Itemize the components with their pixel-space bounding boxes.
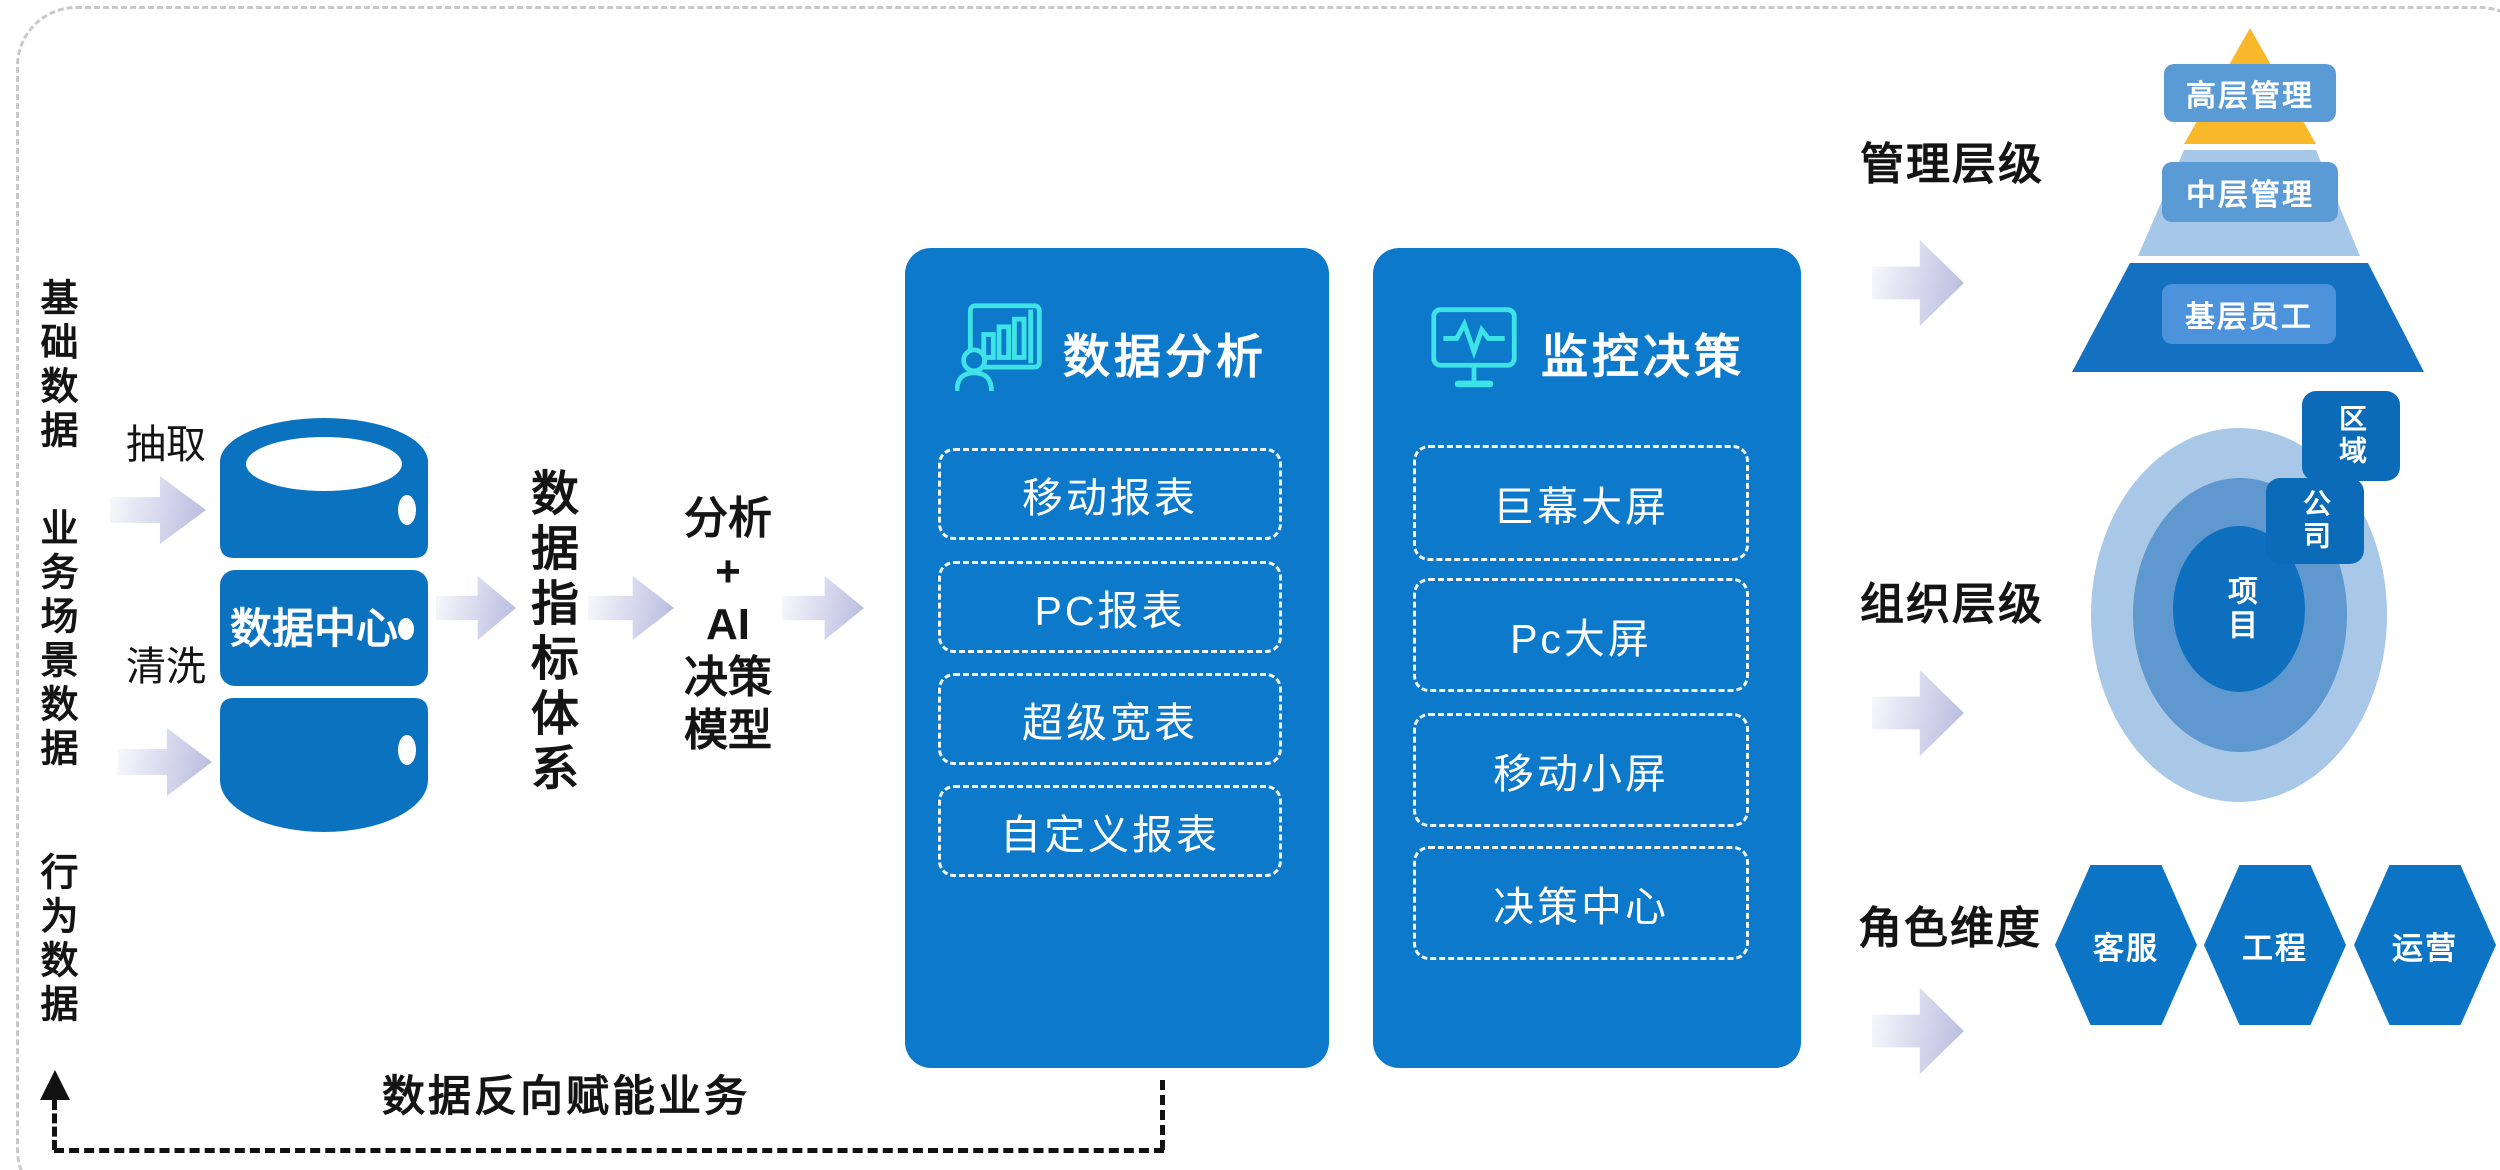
panel-item-mobile-screen: 移动小屏: [1413, 713, 1749, 827]
model-line-4: 决策: [684, 653, 772, 702]
arrow-db-to-indicator-icon: [436, 576, 516, 640]
panel-item-custom-report: 自定义报表: [938, 785, 1282, 877]
role-hex-engineering: 工程: [2204, 865, 2346, 1025]
organization-level-label: 组织层级: [1860, 580, 2044, 629]
ai-decision-model-label: 分析 + AI 决策 模型: [664, 492, 792, 757]
model-line-3: AI: [706, 600, 750, 649]
org-badge-company: 公司: [2266, 478, 2364, 564]
indicator-system-label: 数据指标体系: [523, 468, 576, 798]
role-hex-operations: 运营: [2354, 865, 2496, 1025]
tier-badge-base-staff: 基层员工: [2162, 284, 2336, 344]
panel-item-pc-report: PC报表: [938, 561, 1282, 653]
model-line-2: +: [715, 547, 741, 596]
feedback-line-horizontal: [54, 1148, 1164, 1153]
panel-item-mobile-report: 移动报表: [938, 448, 1282, 540]
feedback-up-arrowhead-icon: [40, 1070, 70, 1100]
management-level-label: 管理层级: [1860, 140, 2044, 189]
source-label-behavior-data: 行为数据: [34, 852, 76, 1028]
presenter-chart-icon: [955, 300, 1047, 392]
tier-badge-middle-management: 中层管理: [2162, 162, 2338, 222]
monitor-decision-panel-title: 监控决策: [1541, 330, 1745, 383]
panel-item-pc-screen: Pc大屏: [1413, 578, 1749, 692]
org-ring-inner: 项目: [2173, 526, 2305, 692]
arrow-role-icon: [1872, 988, 1964, 1074]
data-analysis-panel-title: 数据分析: [1063, 330, 1267, 383]
role-hex-customer-service: 客服: [2055, 865, 2197, 1025]
database-cylinder-icon: 数据中心: [220, 418, 428, 832]
arrow-organization-icon: [1872, 670, 1964, 756]
org-level-project: 项目: [2223, 575, 2256, 643]
feedback-line-left-vertical: [52, 1100, 57, 1150]
tier-badge-top-management: 高层管理: [2164, 64, 2336, 122]
monitor-decision-panel: 监控决策 巨幕大屏 Pc大屏 移动小屏 决策中心: [1373, 248, 1801, 1068]
monitor-pulse-icon: [1428, 300, 1520, 396]
feedback-line-right-vertical: [1160, 1080, 1165, 1150]
arrow-source-top-icon: [110, 476, 206, 544]
model-line-5: 模型: [684, 706, 772, 755]
model-line-1: 分析: [684, 494, 772, 543]
arrow-indicator-to-model-icon: [588, 576, 674, 640]
extract-label: 抽取: [126, 423, 206, 467]
arrow-source-bottom-icon: [118, 728, 212, 796]
feedback-label: 数据反向赋能业务: [382, 1073, 750, 1121]
panel-item-decision-center: 决策中心: [1413, 846, 1749, 960]
clean-label: 清洗: [126, 645, 206, 689]
org-badge-region: 区域: [2302, 391, 2400, 481]
arrow-model-to-panels-icon: [782, 576, 864, 640]
data-analysis-panel: 数据分析 移动报表 PC报表 超级宽表 自定义报表: [905, 248, 1329, 1068]
source-label-basic-data: 基础数据: [34, 278, 76, 454]
panel-item-super-wide-table: 超级宽表: [938, 673, 1282, 765]
source-label-business-scenario-data: 业务场景数据: [34, 508, 76, 772]
org-level-region: 区域: [2336, 404, 2367, 468]
org-level-company: 公司: [2300, 489, 2331, 553]
arrow-management-icon: [1872, 240, 1964, 326]
panel-item-giant-screen: 巨幕大屏: [1413, 445, 1749, 561]
role-dimension-label: 角色维度: [1858, 904, 2042, 953]
database-label: 数据中心: [230, 605, 398, 652]
